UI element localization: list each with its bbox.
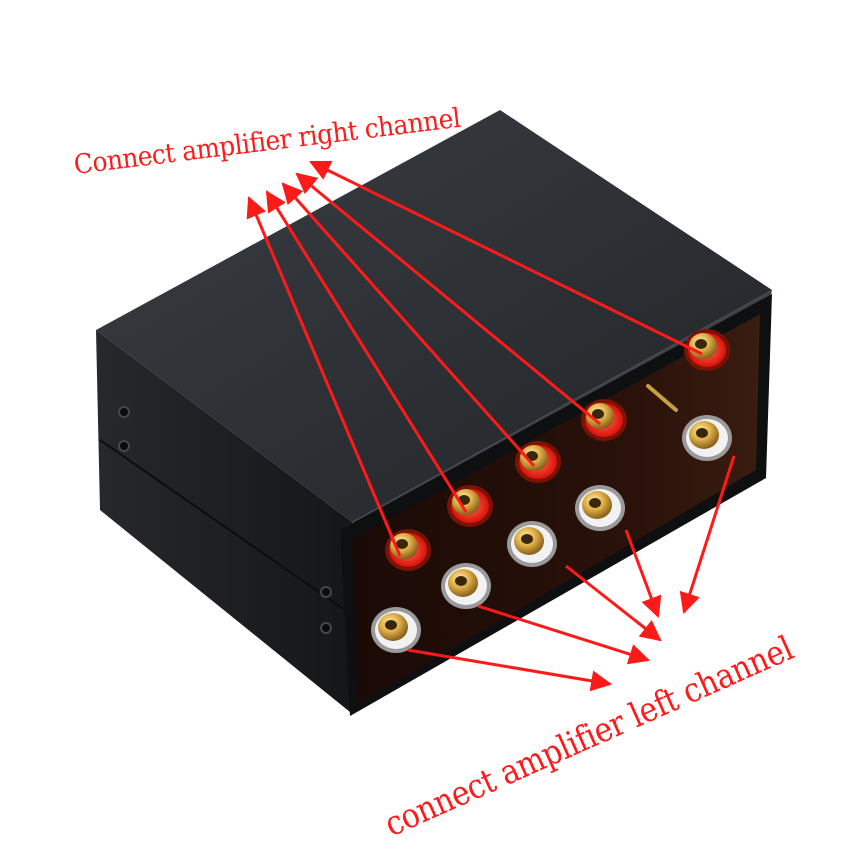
arrow-right-channel xyxy=(295,172,601,426)
right-channel-arrows xyxy=(246,160,703,557)
side-screw xyxy=(320,586,332,598)
arrow-right-channel xyxy=(265,190,468,513)
white-jacks xyxy=(371,415,732,653)
rca-jack-red xyxy=(447,485,493,527)
rca-jack-white xyxy=(507,521,557,567)
side-screw xyxy=(118,406,130,418)
rca-jack-white xyxy=(682,415,732,461)
rca-jack-red xyxy=(385,529,431,571)
back-panel-face xyxy=(352,314,760,704)
rca-jack-white xyxy=(575,485,625,531)
arrow-left-channel xyxy=(407,648,613,692)
side-screw xyxy=(118,440,130,452)
arrow-right-channel xyxy=(281,182,536,467)
arrow-left-channel xyxy=(477,604,651,665)
rca-jack-white xyxy=(371,607,421,653)
rca-jack-red xyxy=(581,399,627,441)
enclosure-top xyxy=(96,110,772,522)
left-channel-arrows xyxy=(407,455,736,692)
arrow-left-channel xyxy=(679,455,736,614)
rca-jack-red xyxy=(684,329,730,371)
rca-jack-white xyxy=(441,563,491,609)
rca-jack-red xyxy=(515,441,561,483)
side-screw xyxy=(320,622,332,634)
side-seam xyxy=(99,439,353,616)
red-jacks xyxy=(385,329,730,571)
arrow-left-channel xyxy=(565,564,662,642)
arrow-right-channel xyxy=(246,196,402,557)
arrow-left-channel xyxy=(624,529,662,618)
ground-terminal xyxy=(646,384,678,412)
arrow-right-channel xyxy=(309,160,703,356)
enclosure-left-side xyxy=(96,330,352,712)
